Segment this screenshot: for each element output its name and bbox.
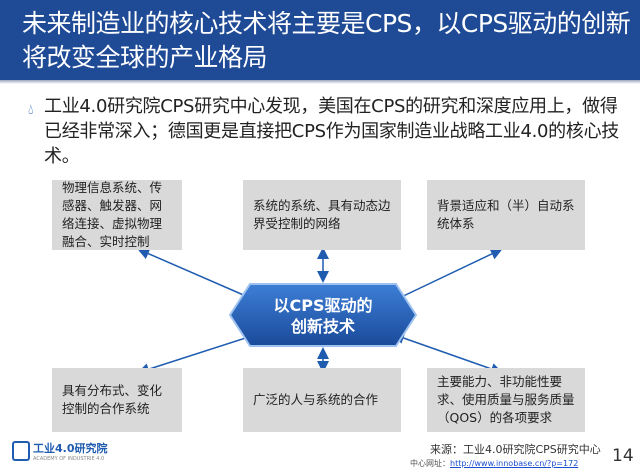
- url-link[interactable]: http://www.innobase.cn/?p=172: [450, 459, 579, 468]
- arrow-top-right: [392, 248, 503, 302]
- logo-mark-icon: [12, 441, 30, 461]
- body-paragraph: 工业4.0研究院CPS研究中心发现，美国在CPS的研究和深度应用上，做得已经非常…: [44, 96, 619, 167]
- bullet-drop-icon: 💧︎: [28, 102, 34, 118]
- logo-cn: 工业4.0研究院: [33, 442, 108, 455]
- box-context-adaptive: 背景适应和（半）自动系统体系: [427, 180, 585, 250]
- slide-title: 未来制造业的核心技术将主要是CPS，以CPS驱动的创新将改变全球的产业格局: [0, 0, 640, 80]
- url-line: 中心网址：http://www.innobase.cn/?p=172: [410, 458, 578, 469]
- box-distributed-cooperative: 具有分布式、变化控制的合作系统: [52, 368, 182, 432]
- box-system-of-systems: 系统的系统、具有动态边界受控制的网络: [243, 180, 401, 250]
- logo-en: ACADEMY OF INDUSTRIE 4.0: [33, 456, 105, 462]
- arrow-bottom-right: [392, 332, 503, 375]
- arrow-top-left: [137, 248, 258, 302]
- arrow-bottom-left: [137, 332, 258, 375]
- box-qos-requirements: 主要能力、非功能性要求、使用质量与服务质量（QOS）的各项要求: [427, 368, 585, 432]
- page-number: 14: [612, 446, 634, 466]
- logo: 工业4.0研究院 ACADEMY OF INDUSTRIE 4.0: [12, 440, 108, 462]
- source-text: 来源：工业4.0研究院CPS研究中心: [430, 443, 601, 456]
- box-human-system: 广泛的人与系统的合作: [243, 368, 401, 432]
- title-shadow: [0, 80, 640, 84]
- url-label: 中心网址：: [410, 459, 450, 468]
- center-line2: 创新技术: [290, 317, 355, 336]
- center-hexagon: 以CPS驱动的创新技术: [228, 282, 418, 348]
- center-line1: 以CPS驱动的: [273, 296, 373, 315]
- box-physical-info-systems: 物理信息系统、传感器、触发器、网络连接、虚拟物理融合、实时控制: [52, 180, 182, 250]
